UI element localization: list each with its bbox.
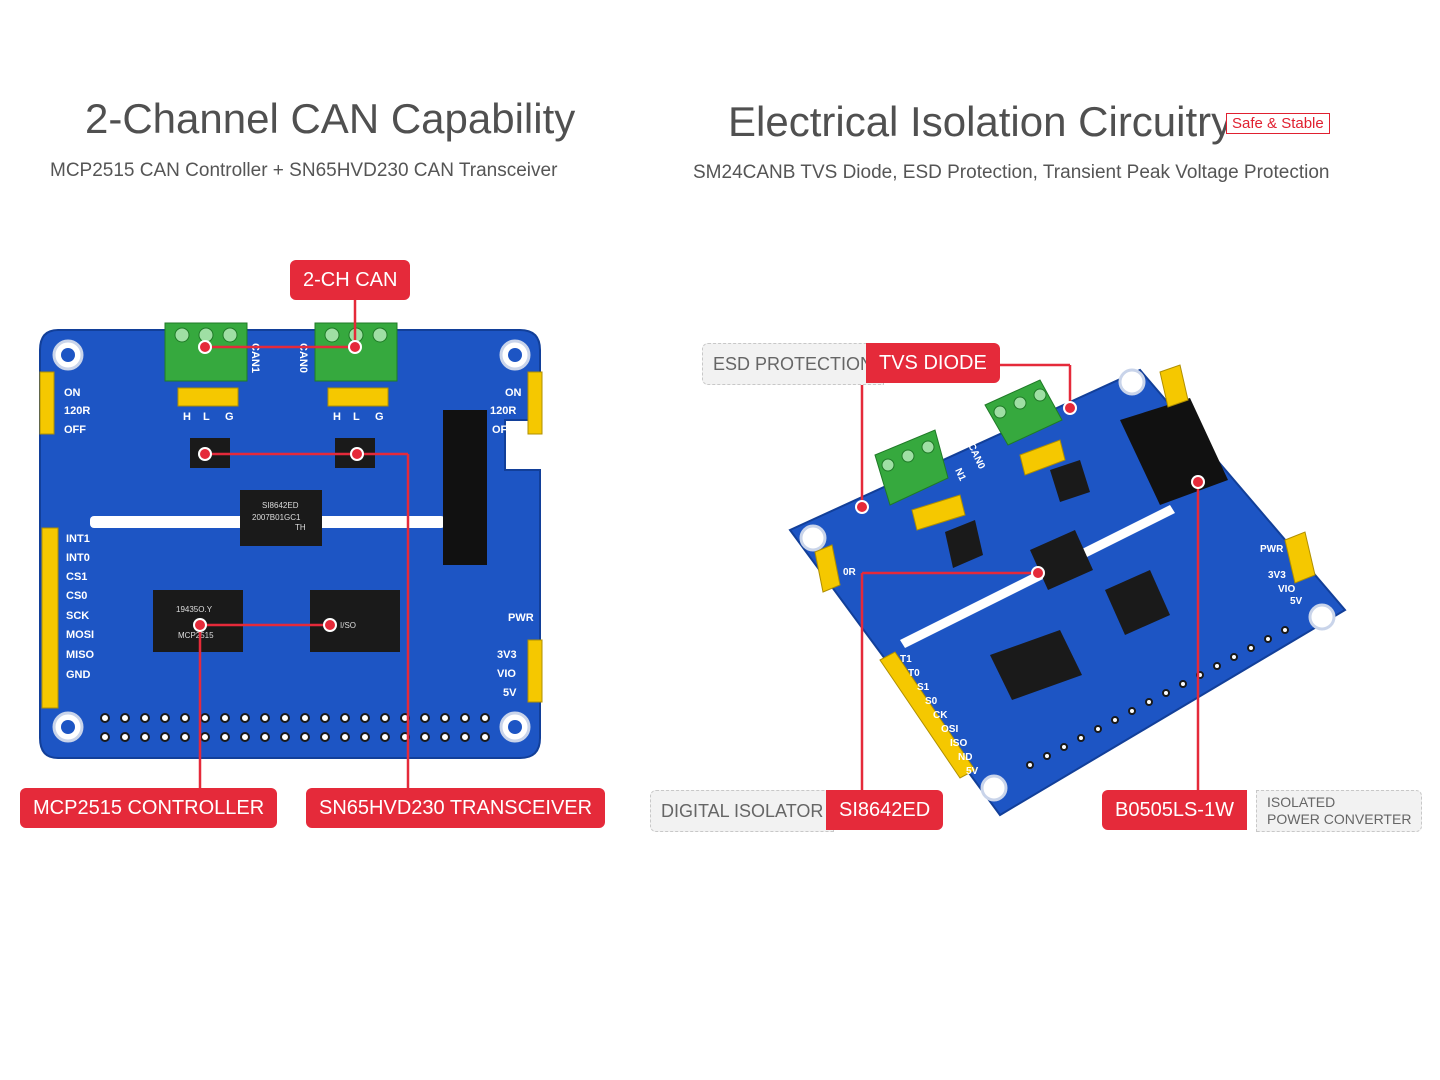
- isolator-code-label: 2007B01GC1: [252, 513, 301, 522]
- silk-pin-4: SCK: [66, 610, 89, 622]
- silk-pwr-pin-0: 3V3: [497, 649, 517, 661]
- mcp-code2-label: I/SO: [340, 621, 356, 630]
- label-si8642ed: SI8642ED: [826, 790, 944, 830]
- mcp-chip-label: MCP2515: [178, 631, 214, 640]
- silk-side-pin-5: OSI: [941, 724, 958, 735]
- silk-off-right: OFF: [492, 424, 514, 436]
- silk-pwr-pin-2-right: 5V: [1290, 596, 1303, 607]
- right-title: Electrical Isolation Circuitry: [728, 98, 1233, 145]
- silk-term-l-0: L: [353, 411, 360, 423]
- silk-pin-3: CS0: [66, 590, 87, 602]
- silk-side-pin-6: ISO: [950, 738, 967, 749]
- right-callout-lines: [860, 363, 1200, 790]
- isolator-mark-label: TH: [295, 523, 306, 532]
- right-subtitle: SM24CANB TVS Diode, ESD Protection, Tran…: [693, 162, 1330, 183]
- label-sn65hvd230-transceiver: SN65HVD230 TRANSCEIVER: [306, 788, 606, 828]
- silk-120r-right: 120R: [490, 405, 516, 417]
- silk-pin-7: GND: [66, 669, 91, 681]
- silk-side-pin-4: CK: [933, 710, 948, 721]
- silk-pwr-pin-2: 5V: [503, 687, 517, 699]
- silk-on-right: ON: [505, 387, 522, 399]
- silk-side-pin-0: T1: [900, 654, 912, 665]
- gpio-holes-right: [1026, 626, 1289, 769]
- silk-side-pin-7: ND: [958, 752, 972, 763]
- isolator-chip-label: SI8642ED: [262, 501, 299, 510]
- silk-pin-0: INT1: [66, 533, 90, 545]
- left-title: 2-Channel CAN Capability: [85, 95, 576, 142]
- silk-pin-6: MISO: [66, 649, 95, 661]
- silk-off-left: OFF: [64, 424, 86, 436]
- silk-pwr-right: PWR: [1260, 544, 1284, 555]
- silk-term-h-0: H: [333, 411, 341, 423]
- isolated-line2: POWER CONVERTER: [1267, 811, 1412, 827]
- b0505-module: [443, 410, 487, 565]
- silk-term-h-1: H: [183, 411, 191, 423]
- silk-pwr-pin-0-right: 3V3: [1268, 570, 1286, 581]
- silk-pwr-pin-1-right: VIO: [1278, 584, 1295, 595]
- tag-isolated-power-converter: ISOLATED POWER CONVERTER: [1256, 790, 1423, 832]
- silk-term-g-1: G: [225, 411, 234, 423]
- silk-pin-5: MOSI: [66, 629, 94, 641]
- silk-side-pin-1: T0: [908, 668, 920, 679]
- isolated-line1: ISOLATED: [1267, 794, 1336, 810]
- mcp-code-label: 19435O.Y: [176, 605, 213, 614]
- label-tvs-diode: TVS DIODE: [866, 343, 1000, 383]
- label-mcp2515-controller: MCP2515 CONTROLLER: [20, 788, 278, 828]
- silk-jumper-right: 0R: [843, 567, 857, 578]
- silk-can1-right: N1: [952, 467, 968, 484]
- silk-pin-1: INT0: [66, 552, 90, 564]
- silk-on-left: ON: [64, 387, 81, 399]
- silk-pwr-pin-1: VIO: [497, 668, 516, 680]
- silk-side-pin-2: S1: [917, 682, 930, 693]
- left-subtitle: MCP2515 CAN Controller + SN65HVD230 CAN …: [50, 160, 558, 181]
- tag-esd-protection: ESD PROTECTION: [702, 343, 885, 385]
- silk-term-l-1: L: [203, 411, 210, 423]
- tag-digital-isolator: DIGITAL ISOLATOR: [650, 790, 835, 832]
- silk-can1: CAN1: [249, 343, 261, 373]
- silk-term-g-0: G: [375, 411, 384, 423]
- silk-pwr: PWR: [508, 612, 534, 624]
- right-board-image: CAN0 N1 0R PWR 3V3 VIO 5V T1 T0 S1 S0 CK…: [788, 363, 1347, 817]
- label-2ch-can: 2-CH CAN: [290, 260, 411, 300]
- silk-pin-2: CS1: [66, 571, 87, 583]
- safe-stable-badge: Safe & Stable: [1226, 113, 1330, 134]
- label-b0505ls-1w: B0505LS-1W: [1102, 790, 1247, 830]
- silk-side-pin-8: 5V: [966, 766, 979, 777]
- left-callout-lines: [198, 298, 410, 790]
- silk-120r-left: 120R: [64, 405, 90, 417]
- silk-side-pin-3: S0: [925, 696, 938, 707]
- left-board-image: SI8642ED 2007B01GC1 TH MCP2515 19435O.Y …: [39, 298, 543, 790]
- silk-can0: CAN0: [297, 343, 309, 373]
